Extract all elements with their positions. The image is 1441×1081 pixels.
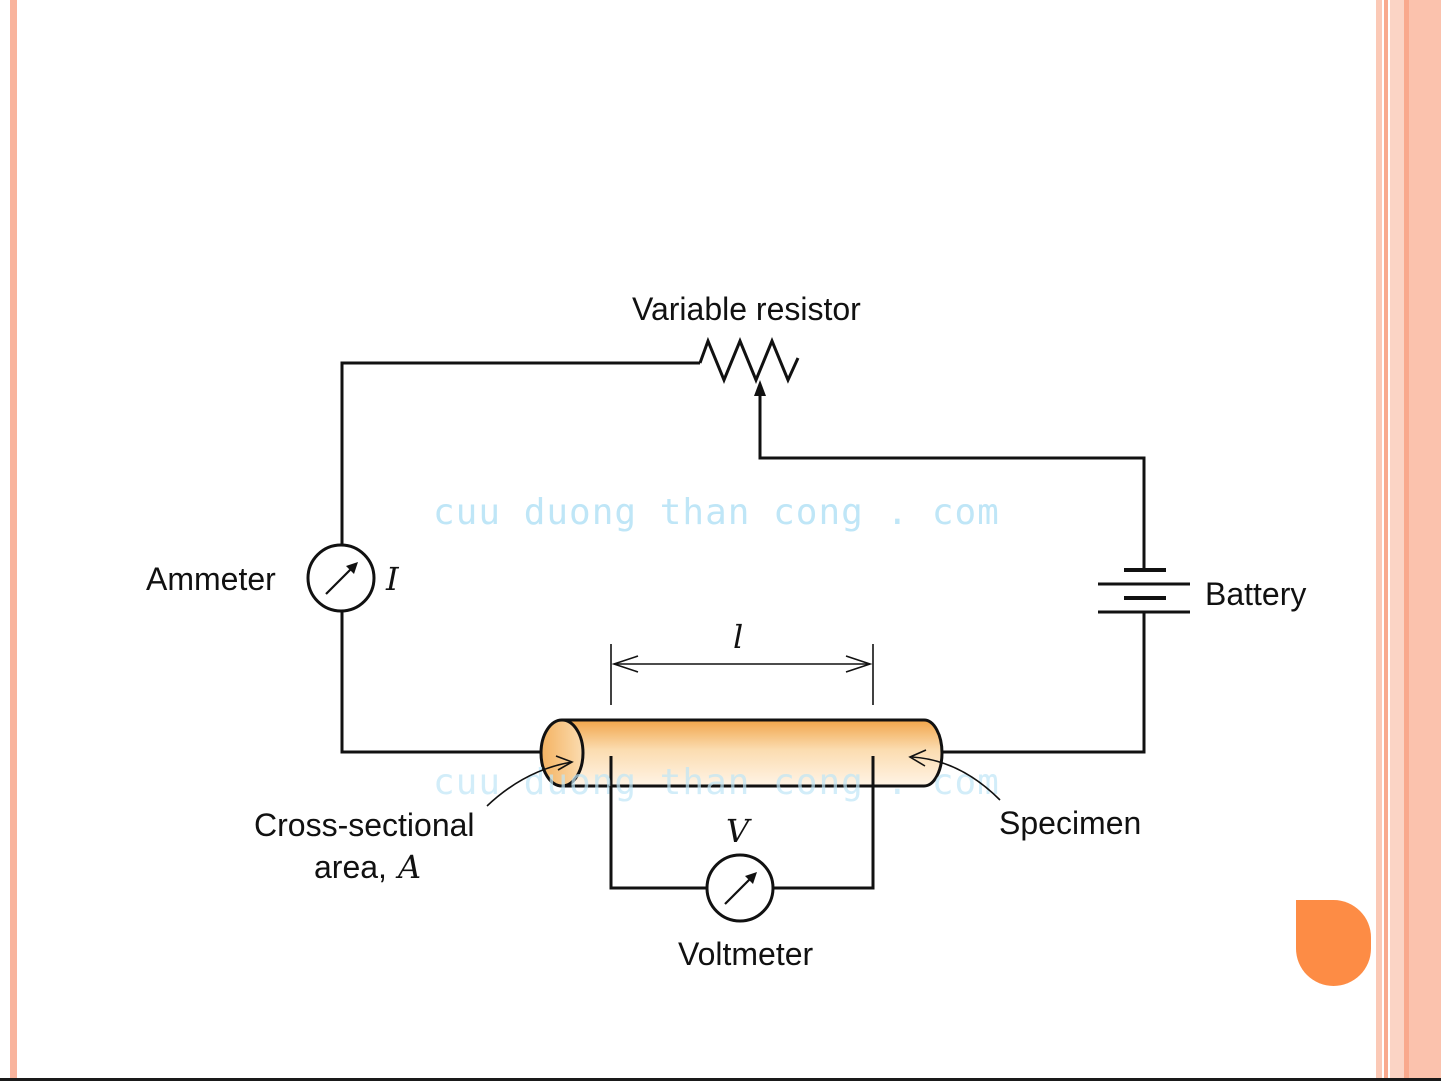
watermark-top: cuu duong than cong . com	[433, 492, 1000, 533]
length-symbol: l	[733, 618, 743, 656]
wire-left-bottom	[342, 611, 546, 752]
right-border-stripe-3	[1390, 0, 1404, 1081]
specimen-label: Specimen	[999, 805, 1141, 841]
voltmeter-label: Voltmeter	[678, 936, 814, 972]
variable-resistor	[700, 341, 798, 396]
cross-section-label-line2: area,	[314, 849, 387, 885]
voltmeter	[707, 855, 773, 921]
battery-label: Battery	[1205, 576, 1306, 612]
wire-right-top	[760, 392, 1144, 570]
right-border-stripe-2	[1384, 0, 1388, 1081]
ammeter	[308, 545, 374, 611]
area-symbol: A	[395, 848, 421, 886]
ammeter-label: Ammeter	[146, 561, 276, 597]
right-border-stripe-5	[1409, 0, 1441, 1081]
circuit-wires	[342, 363, 1144, 752]
battery	[1098, 570, 1190, 612]
circuit-diagram: cuu duong than cong . com Variable resis…	[0, 0, 1376, 1078]
voltage-symbol: V	[726, 812, 752, 850]
right-border-stripe-1	[1376, 0, 1382, 1081]
resistor-zigzag	[700, 341, 798, 380]
wire-right-bottom	[940, 612, 1144, 752]
variable-resistor-label: Variable resistor	[632, 291, 861, 327]
cross-section-label-line1: Cross-sectional	[254, 807, 475, 843]
slide-corner-badge	[1296, 900, 1371, 986]
current-symbol: I	[385, 560, 400, 598]
